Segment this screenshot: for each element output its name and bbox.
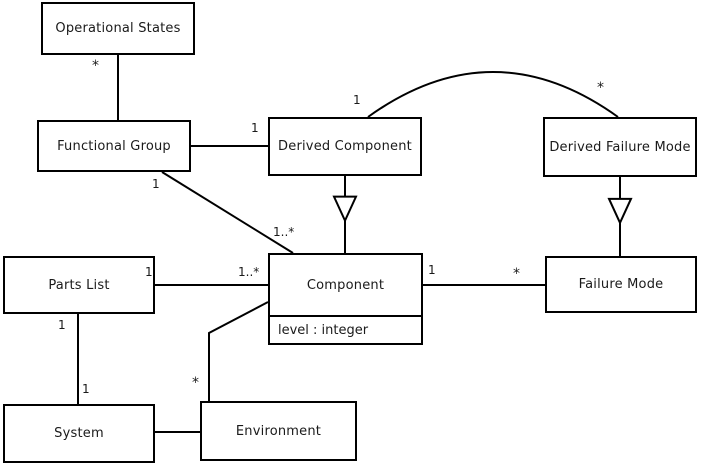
edges-group — [77, 55, 633, 433]
edge-derivedcomp-component-generalization-arrowhead-icon — [332, 195, 358, 224]
multiplicity-label-mult-partslist-right: 1 — [145, 265, 153, 279]
edge-component-environment — [208, 301, 269, 401]
uml-class-name-derived-component: Derived Component — [278, 139, 412, 154]
uml-class-name-functional-group: Functional Group — [57, 138, 171, 154]
multiplicity-label-mult-derivedfm-arc: * — [597, 80, 604, 96]
uml-class-name-component: Component — [306, 277, 385, 293]
uml-class-name-system: System — [54, 426, 104, 441]
uml-attribute-component-0: level : integer — [270, 315, 421, 343]
edge-fg-component — [161, 171, 294, 254]
uml-class-name-parts-list: Parts List — [48, 277, 110, 293]
edge-derivedfm-failuremode-generalization-arrowhead-icon — [607, 197, 633, 226]
uml-class-component[interactable]: Component level : integer — [268, 253, 423, 345]
uml-class-derived-failure-mode[interactable]: Derived Failure Mode — [543, 117, 697, 177]
uml-class-environment[interactable]: Environment — [200, 401, 357, 461]
multiplicity-label-mult-fg-component: 1 — [152, 177, 160, 191]
uml-class-name-operational-states: Operational States — [55, 21, 181, 36]
multiplicity-label-mult-failuremode-left: * — [513, 266, 520, 282]
multiplicity-label-mult-derivedcomp-arc: 1 — [353, 93, 361, 107]
multiplicity-label-mult-fg-derivedcomp: 1 — [251, 121, 259, 135]
uml-class-name-failure-mode: Failure Mode — [578, 277, 664, 292]
multiplicity-label-mult-component-left: 1..* — [238, 265, 260, 279]
uml-class-name-derived-failure-mode: Derived Failure Mode — [549, 139, 691, 155]
uml-class-failure-mode[interactable]: Failure Mode — [545, 256, 697, 313]
uml-class-functional-group[interactable]: Functional Group — [37, 120, 191, 172]
multiplicity-label-mult-opstates-fg: * — [92, 58, 99, 74]
multiplicity-label-mult-partslist-down: 1 — [58, 318, 66, 332]
uml-class-parts-list[interactable]: Parts List — [3, 256, 155, 314]
multiplicity-label-mult-component-fg: 1..* — [273, 225, 295, 239]
uml-class-operational-states[interactable]: Operational States — [41, 2, 195, 55]
uml-class-name-environment: Environment — [235, 423, 322, 439]
multiplicity-label-mult-component-right: 1 — [428, 263, 436, 277]
multiplicity-label-mult-system-up: 1 — [82, 382, 90, 396]
multiplicity-label-mult-environment-up: * — [192, 375, 199, 391]
edge-derivedcomp-derivedfm — [367, 71, 619, 118]
uml-class-derived-component[interactable]: Derived Component — [268, 117, 422, 176]
uml-class-system[interactable]: System — [3, 404, 155, 463]
